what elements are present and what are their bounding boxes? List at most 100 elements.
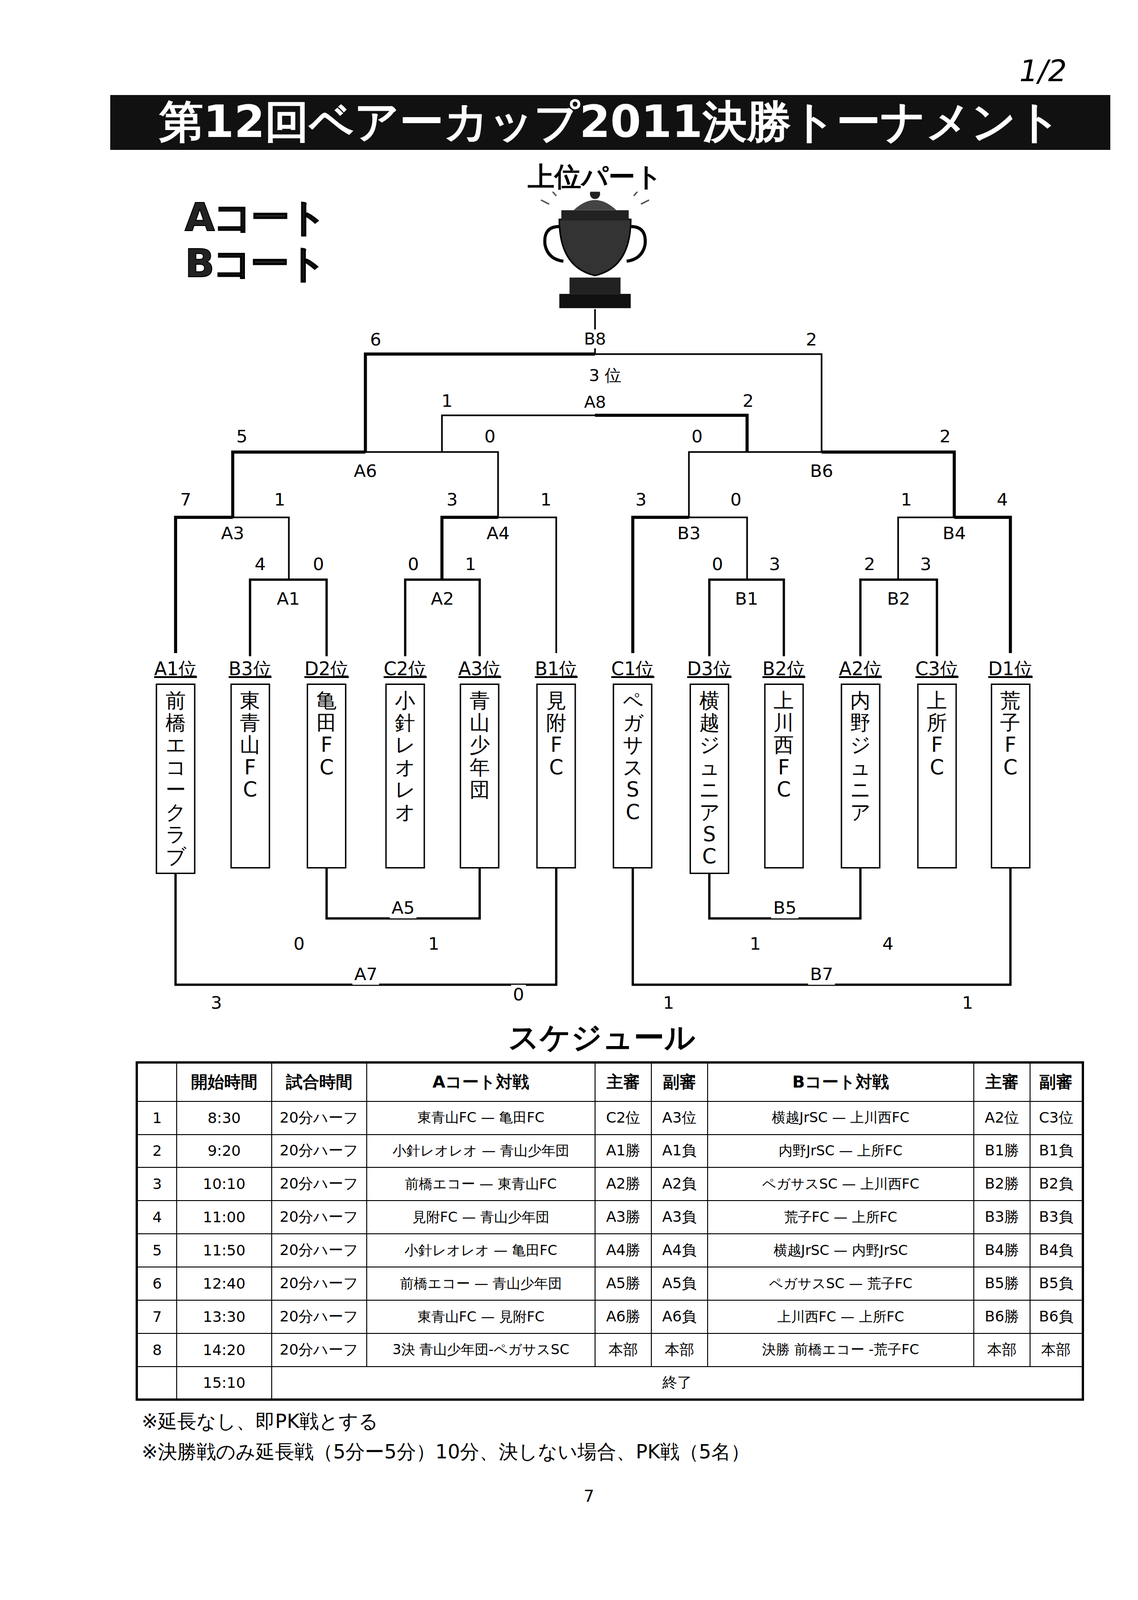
table-cell: B4勝 — [973, 1233, 1031, 1268]
bracket-label: 0 — [291, 934, 307, 955]
team-name: 前橋エコークラブ — [165, 689, 186, 869]
seed-label: D3位 — [687, 656, 732, 682]
table-cell: B1勝 — [973, 1134, 1031, 1168]
table-cell: 10:10 — [176, 1167, 272, 1201]
team-box: 前橋エコークラブ — [155, 683, 196, 875]
table-cell: 20分ハーフ — [271, 1200, 367, 1234]
table-cell: 本部 — [973, 1333, 1031, 1367]
table-cell: 20分ハーフ — [271, 1134, 367, 1168]
team-name: 青山少年団 — [469, 689, 490, 802]
bracket-label: 0 — [405, 554, 421, 575]
bracket-label: A8 — [582, 392, 608, 412]
bracket-label: 3 — [633, 489, 649, 511]
bracket-label: 7 — [178, 489, 194, 511]
table-cell: B6負 — [1030, 1300, 1084, 1334]
header-cell: 副審 — [1030, 1062, 1084, 1102]
bracket-label: 0 — [709, 554, 725, 575]
table-cell: 20分ハーフ — [271, 1300, 367, 1334]
team-name: 荒子FC — [1000, 689, 1021, 780]
table-cell: C3位 — [1030, 1101, 1084, 1135]
header-cell: 主審 — [595, 1062, 652, 1102]
seed-label: B3位 — [228, 656, 272, 682]
table-cell: A2負 — [651, 1167, 708, 1201]
table-cell: 20分ハーフ — [271, 1267, 367, 1301]
bracket-connector — [709, 579, 785, 657]
header-cell — [137, 1062, 177, 1102]
header-cell: 開始時間 — [176, 1062, 272, 1102]
schedule-table: 開始時間試合時間Aコート対戦主審副審Bコート対戦主審副審18:3020分ハーフ東… — [135, 1061, 1085, 1401]
bracket-label: 4 — [880, 934, 896, 955]
bracket-label: 1 — [439, 391, 455, 412]
table-cell: A1勝 — [595, 1134, 652, 1168]
table-cell: 小針レオレオ — 青山少年団 — [366, 1134, 596, 1168]
table-cell: 15:10 — [176, 1366, 272, 1401]
table-cell: B2負 — [1030, 1167, 1084, 1201]
bracket-label: 3 — [208, 993, 224, 1014]
match-label: A5 — [389, 898, 417, 919]
team-name: 上川西FC — [773, 689, 794, 802]
title-band: 第12回ベアーカップ2011決勝トーナメント — [110, 95, 1111, 150]
table-cell: A2勝 — [595, 1167, 652, 1201]
table-cell: B1負 — [1030, 1134, 1084, 1168]
schedule-row: 15:10終了 — [137, 1366, 1084, 1401]
table-cell: 東青山FC — 亀田FC — [366, 1101, 596, 1135]
bracket-label: Bコート — [183, 241, 328, 286]
title: 第12回ベアーカップ2011決勝トーナメント — [159, 92, 1062, 153]
bracket-label: 0 — [310, 554, 326, 575]
table-cell: 上川西FC — 上所FC — [707, 1300, 974, 1334]
table-cell: 荒子FC — 上所FC — [707, 1200, 974, 1234]
match-label: B1 — [732, 589, 760, 610]
match-label: B7 — [808, 964, 835, 985]
schedule-row: 18:3020分ハーフ東青山FC — 亀田FCC2位A3位横越JrSC — 上川… — [137, 1101, 1084, 1135]
seed-label: A1位 — [154, 656, 197, 682]
header-cell: 試合時間 — [271, 1062, 367, 1102]
table-cell: 小針レオレオ — 亀田FC — [366, 1233, 596, 1268]
bracket-label: 0 — [689, 426, 705, 447]
bracket-label: 1 — [899, 489, 914, 511]
table-cell: 12:40 — [176, 1267, 272, 1301]
table-cell: A4勝 — [595, 1233, 652, 1268]
seed-label: D1位 — [988, 656, 1033, 682]
table-cell: A3勝 — [595, 1200, 652, 1234]
schedule-row: 411:0020分ハーフ見附FC — 青山少年団A3勝A3負荒子FC — 上所F… — [137, 1200, 1084, 1234]
table-cell: A5勝 — [595, 1267, 652, 1301]
header-cell: Aコート対戦 — [366, 1062, 596, 1102]
bracket-connector — [709, 868, 861, 919]
bracket-label: B8 — [582, 329, 608, 349]
table-cell: B5負 — [1030, 1267, 1084, 1301]
match-label: B2 — [885, 589, 912, 610]
table-cell: 横越JrSC — 内野JrSC — [707, 1233, 974, 1268]
bracket-label: スケジュール — [506, 1020, 698, 1056]
team-box: 内野ジュニア — [840, 683, 881, 869]
header-row: 開始時間試合時間Aコート対戦主審副審Bコート対戦主審副審 — [137, 1062, 1084, 1102]
bracket-label: A4 — [484, 523, 512, 544]
team-name: 内野ジュニア — [850, 689, 871, 824]
team-box: ペガサスSC — [613, 683, 653, 869]
seed-label: C3位 — [915, 656, 959, 682]
table-cell: A1負 — [651, 1134, 708, 1168]
table-cell: A5負 — [651, 1267, 708, 1301]
team-node: A3位青山少年団 — [458, 656, 501, 869]
table-cell: 4 — [137, 1200, 177, 1234]
bracket-label: B3 — [675, 523, 703, 544]
match-label: A7 — [352, 964, 380, 985]
schedule-row: 713:3020分ハーフ東青山FC — 見附FCA6勝A6負上川西FC — 上所… — [137, 1300, 1084, 1334]
table-cell: 8 — [137, 1333, 177, 1367]
bracket-label: 6 — [368, 329, 383, 351]
table-cell: ペガサスSC — 荒子FC — [707, 1267, 974, 1301]
team-box: 小針レオレオ — [385, 683, 425, 869]
table-cell: ペガサスSC — 上川西FC — [707, 1167, 974, 1201]
bracket-label: A6 — [351, 461, 379, 482]
table-cell: 内野JrSC — 上所FC — [707, 1134, 974, 1168]
team-box: 亀田FC — [306, 683, 347, 869]
table-cell: 前橋エコー — 青山少年団 — [366, 1267, 596, 1301]
team-name: ペガサスSC — [622, 689, 644, 824]
page-number: 7 — [581, 1486, 596, 1506]
bracket-label: 1 — [426, 934, 441, 955]
table-cell: 8:30 — [176, 1101, 272, 1135]
note: ※延長なし、即PK戦とする — [139, 1410, 381, 1433]
table-cell: A3位 — [651, 1101, 708, 1135]
bracket-label: B6 — [808, 461, 835, 482]
schedule-row: 511:5020分ハーフ小針レオレオ — 亀田FCA4勝A4負横越JrSC — … — [137, 1233, 1084, 1268]
bracket-connector — [860, 579, 937, 657]
